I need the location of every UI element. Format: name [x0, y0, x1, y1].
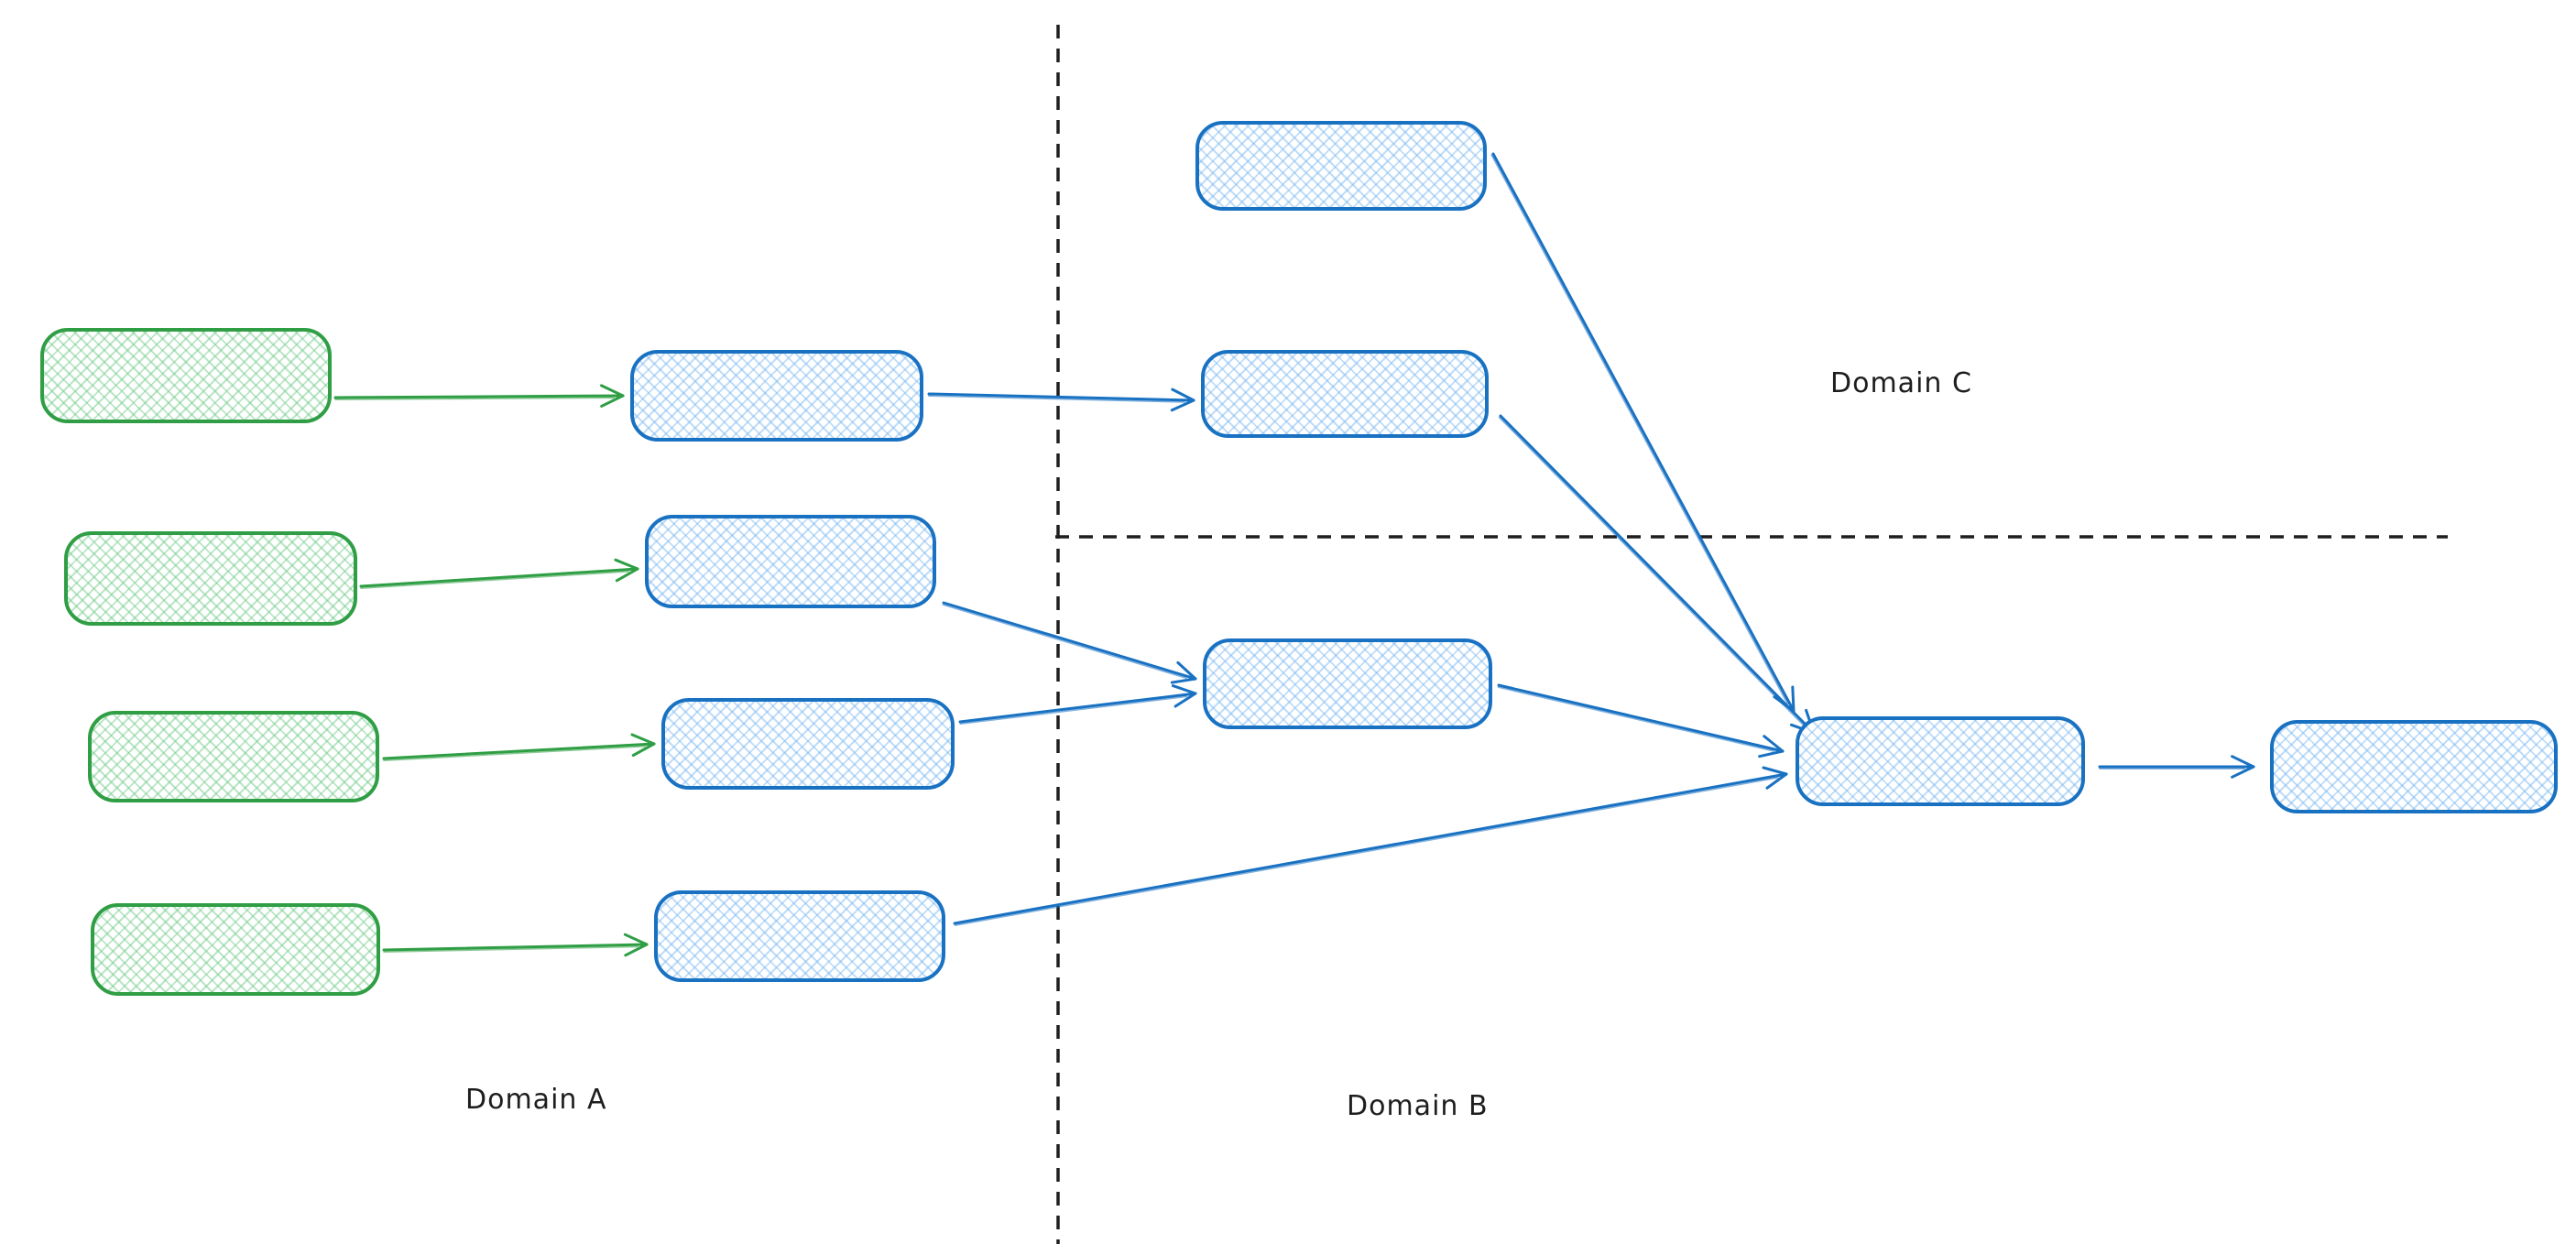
edge-source-a1-to-stage-a1[interactable] — [333, 384, 625, 408]
edge-source-a3-to-stage-a3[interactable] — [382, 733, 656, 761]
node-stage-a2[interactable] — [645, 515, 936, 608]
node-source-a4[interactable] — [91, 903, 380, 996]
edge-stage-a4-to-hub-b[interactable] — [953, 766, 1788, 926]
domain-c-label[interactable]: Domain C — [1830, 367, 1972, 399]
node-source-a3[interactable] — [88, 711, 379, 802]
domain-a-label[interactable]: Domain A — [465, 1084, 607, 1116]
node-merge-b[interactable] — [1203, 638, 1492, 729]
edge-merge-b-to-hub-b[interactable] — [1497, 683, 1785, 758]
edge-input-c1-to-hub-b[interactable] — [1490, 152, 1796, 713]
edge-source-a4-to-stage-a4[interactable] — [382, 933, 649, 957]
domain-b-label[interactable]: Domain B — [1347, 1090, 1489, 1122]
node-input-c1[interactable] — [1195, 121, 1487, 211]
edge-hub-b-to-output-b[interactable] — [2098, 755, 2255, 779]
node-source-a2[interactable] — [64, 531, 357, 626]
edge-stage-a2-to-merge-b[interactable] — [942, 601, 1197, 684]
node-stage-a1[interactable] — [630, 350, 923, 442]
edge-stage-a1-to-input-c2[interactable] — [927, 387, 1195, 412]
node-stage-a3[interactable] — [661, 698, 955, 790]
node-hub-b[interactable] — [1796, 716, 2085, 806]
node-source-a1[interactable] — [40, 328, 332, 423]
node-input-c2[interactable] — [1201, 350, 1489, 438]
edge-source-a2-to-stage-a2[interactable] — [359, 558, 639, 589]
node-output-b[interactable] — [2270, 720, 2558, 813]
node-stage-a4[interactable] — [654, 890, 945, 982]
edge-input-c2-to-hub-b[interactable] — [1498, 414, 1816, 735]
edge-stage-a3-to-merge-b[interactable] — [958, 684, 1197, 725]
